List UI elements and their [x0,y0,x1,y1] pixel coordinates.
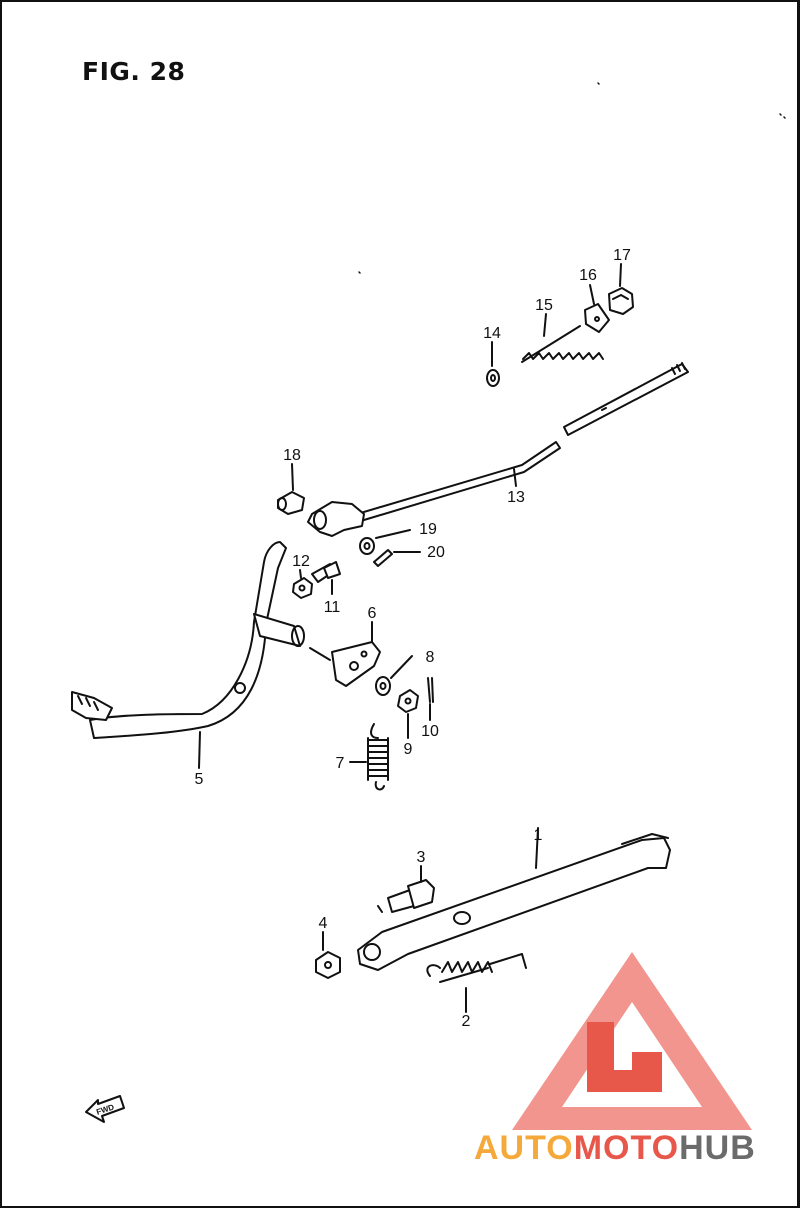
label-11: 11 [324,599,341,616]
part-7-spring [349,723,389,791]
label-15: 15 [535,297,553,314]
part-14-washer [486,341,500,387]
part-2-spring [426,953,527,1013]
part-9-nut [397,689,419,739]
part-20-cotter-pin [373,549,421,567]
part-8-washer [375,655,413,696]
label-20: 20 [427,544,445,561]
label-4: 4 [319,915,328,932]
label-1: 1 [534,827,543,844]
part-3-bolt [377,865,435,913]
fwd-arrow: FWD [85,1095,125,1123]
watermark-auto: AUTO [474,1129,574,1167]
watermark-moto: MOTO [574,1129,679,1167]
part-19-washer [359,529,411,555]
label-9: 9 [404,741,413,758]
part-15-spring [521,313,604,363]
callout-labels: 1 2 3 4 5 6 7 8 9 10 11 12 13 14 15 16 1… [195,247,631,1030]
label-13: 13 [507,489,525,506]
part-1-side-stand [357,827,671,971]
label-6: 6 [368,605,377,622]
part-13-brake-rod [307,362,689,537]
part-16-joint [584,284,610,333]
label-17: 17 [613,247,631,264]
part-6-plate [309,621,381,687]
part-4-nut [315,931,341,979]
watermark-hub: HUB [679,1129,756,1167]
part-18-clevis-pin [277,463,305,515]
watermark-logo: AUTOMOTOHUB [474,952,756,1167]
label-8: 8 [426,649,435,666]
label-5: 5 [195,771,204,788]
scan-specks [358,82,786,274]
label-16: 16 [579,267,597,284]
label-10: 10 [421,723,439,740]
figure-title: FIG. 28 [82,57,186,86]
label-7: 7 [336,755,345,772]
label-18: 18 [283,447,301,464]
label-14: 14 [483,325,501,342]
label-3: 3 [417,849,426,866]
label-12: 12 [292,553,310,570]
label-19: 19 [419,521,437,538]
part-10-cotter-pin [427,677,434,721]
part-11-bolt [311,561,341,595]
part-5-brake-pedal [71,541,305,769]
label-2: 2 [462,1013,471,1030]
part-17-cap-nut [608,263,634,315]
svg-text:AUTOMOTOHUB: AUTOMOTOHUB [474,1129,756,1167]
part-12-nut [292,569,313,599]
